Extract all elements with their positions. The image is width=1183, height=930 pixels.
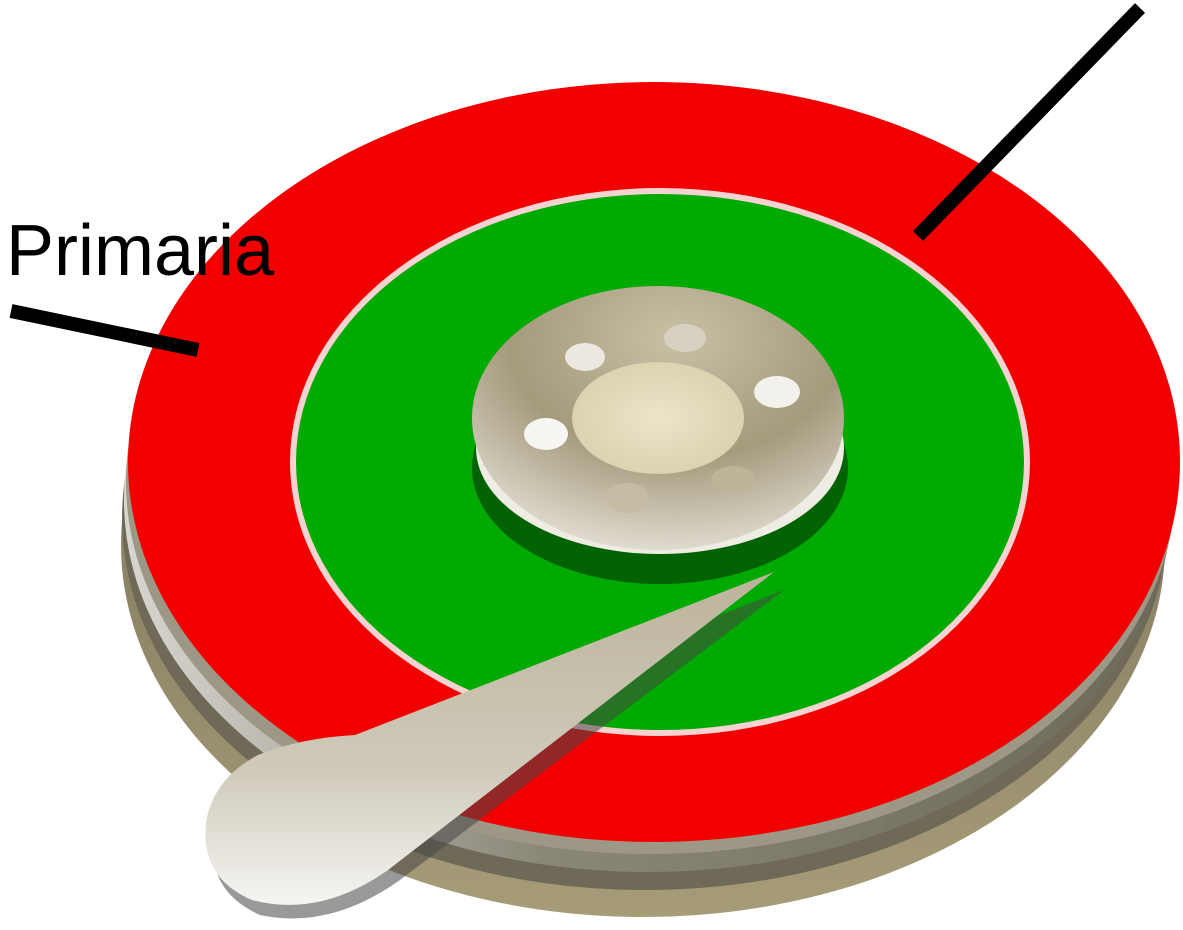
- screw-hole: [664, 324, 706, 352]
- screw-hole: [605, 483, 649, 513]
- primary-partition-label: Primaria: [6, 215, 274, 287]
- hub-center-cap: [572, 362, 744, 474]
- screw-hole: [565, 343, 605, 371]
- screw-hole: [524, 418, 568, 450]
- screw-hole: [711, 466, 755, 494]
- screw-hole: [754, 376, 800, 408]
- spindle-hub: [472, 286, 848, 584]
